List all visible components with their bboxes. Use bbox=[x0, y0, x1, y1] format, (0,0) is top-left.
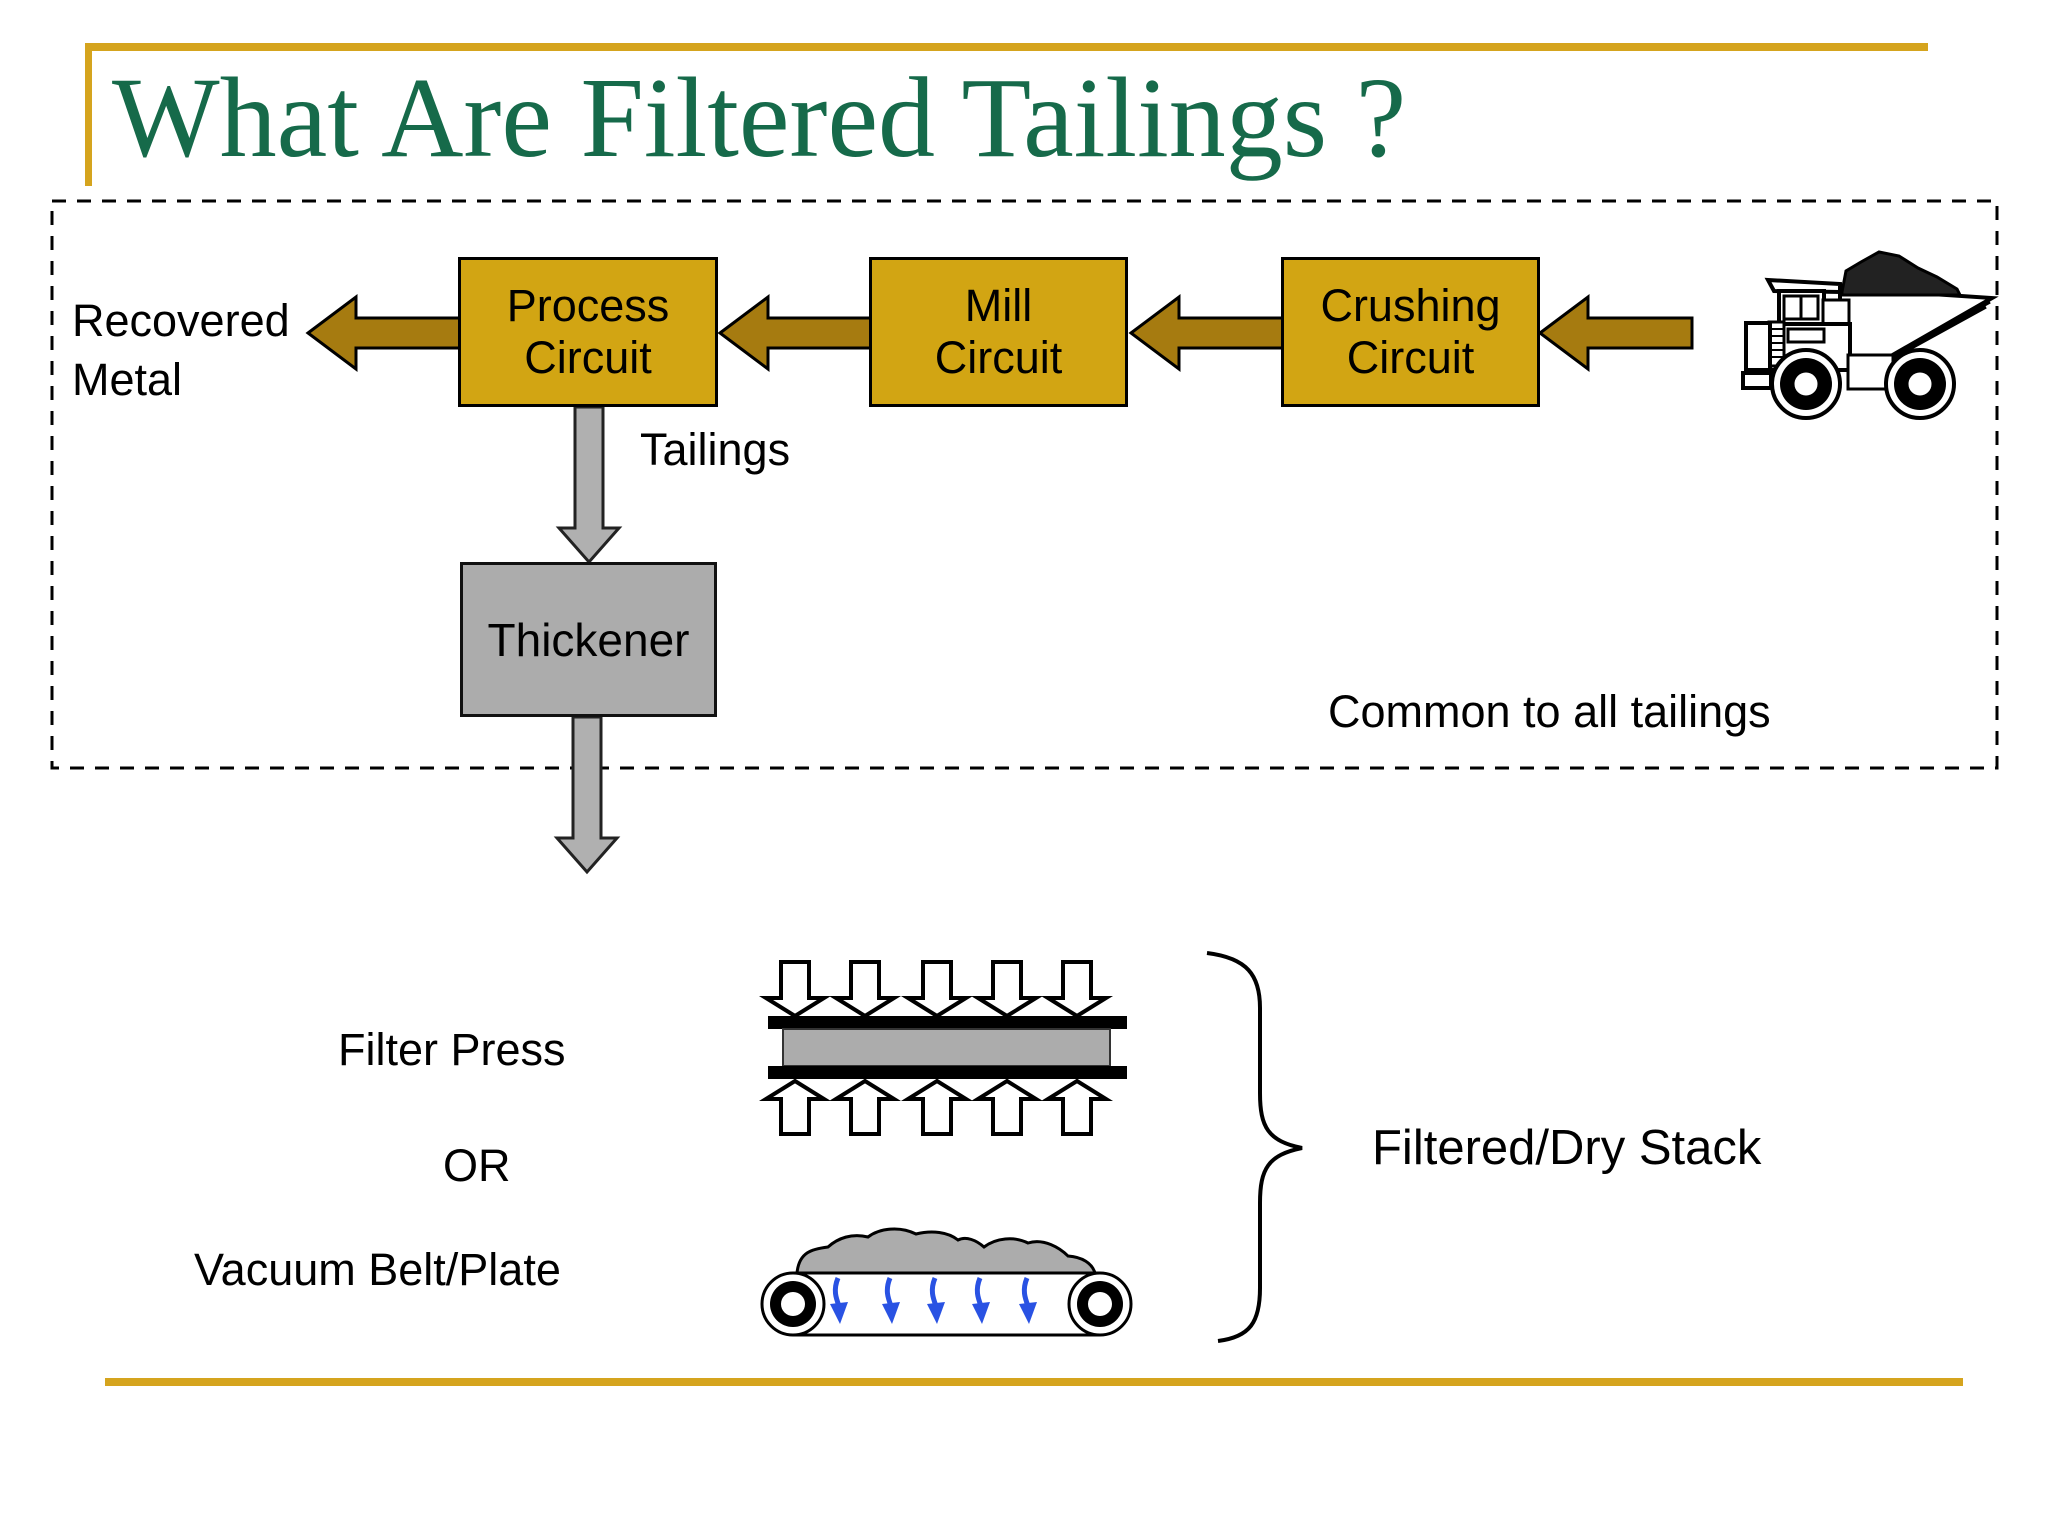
recovered-metal-label: Recovered Metal bbox=[72, 295, 290, 405]
haul-truck-icon bbox=[1741, 250, 1999, 420]
dashed-region-border bbox=[50, 199, 1999, 770]
mill-circuit-label: Mill Circuit bbox=[934, 280, 1063, 383]
arrow-thickener-to-filters bbox=[553, 715, 621, 875]
brace-icon bbox=[1206, 951, 1303, 1343]
crushing-circuit-box: Crushing Circuit bbox=[1281, 257, 1540, 407]
filter-press-icon bbox=[758, 960, 1127, 1136]
tailings-label: Tailings bbox=[640, 424, 791, 475]
arrow-truck-to-crushing bbox=[1537, 294, 1694, 372]
tailings-arrows bbox=[553, 405, 623, 875]
crushing-circuit-label: Crushing Circuit bbox=[1320, 280, 1501, 383]
slide-title: What Are Filtered Tailings ? bbox=[112, 54, 1407, 181]
thickener-label: Thickener bbox=[487, 613, 690, 666]
arrow-crushing-to-mill bbox=[1128, 294, 1285, 372]
vacuum-flow-arrows bbox=[830, 1277, 1037, 1324]
filtered-dry-stack-label: Filtered/Dry Stack bbox=[1372, 1121, 1762, 1175]
thickener-box: Thickener bbox=[460, 562, 717, 717]
vacuum-belt-plate-label: Vacuum Belt/Plate bbox=[194, 1244, 561, 1295]
filter-press-label: Filter Press bbox=[338, 1024, 566, 1075]
bottom-rule bbox=[105, 1378, 1963, 1386]
mill-circuit-box: Mill Circuit bbox=[869, 257, 1128, 407]
vacuum-belt-icon bbox=[760, 1227, 1133, 1337]
process-circuit-box: Process Circuit bbox=[458, 257, 718, 407]
arrow-process-to-thickener bbox=[555, 405, 623, 565]
top-rule bbox=[85, 43, 1928, 186]
flow-arrows bbox=[305, 294, 1694, 372]
process-circuit-label: Process Circuit bbox=[506, 280, 670, 383]
common-to-all-tailings-label: Common to all tailings bbox=[1328, 686, 1771, 737]
or-label: OR bbox=[443, 1140, 511, 1191]
arrow-mill-to-process bbox=[717, 294, 873, 372]
